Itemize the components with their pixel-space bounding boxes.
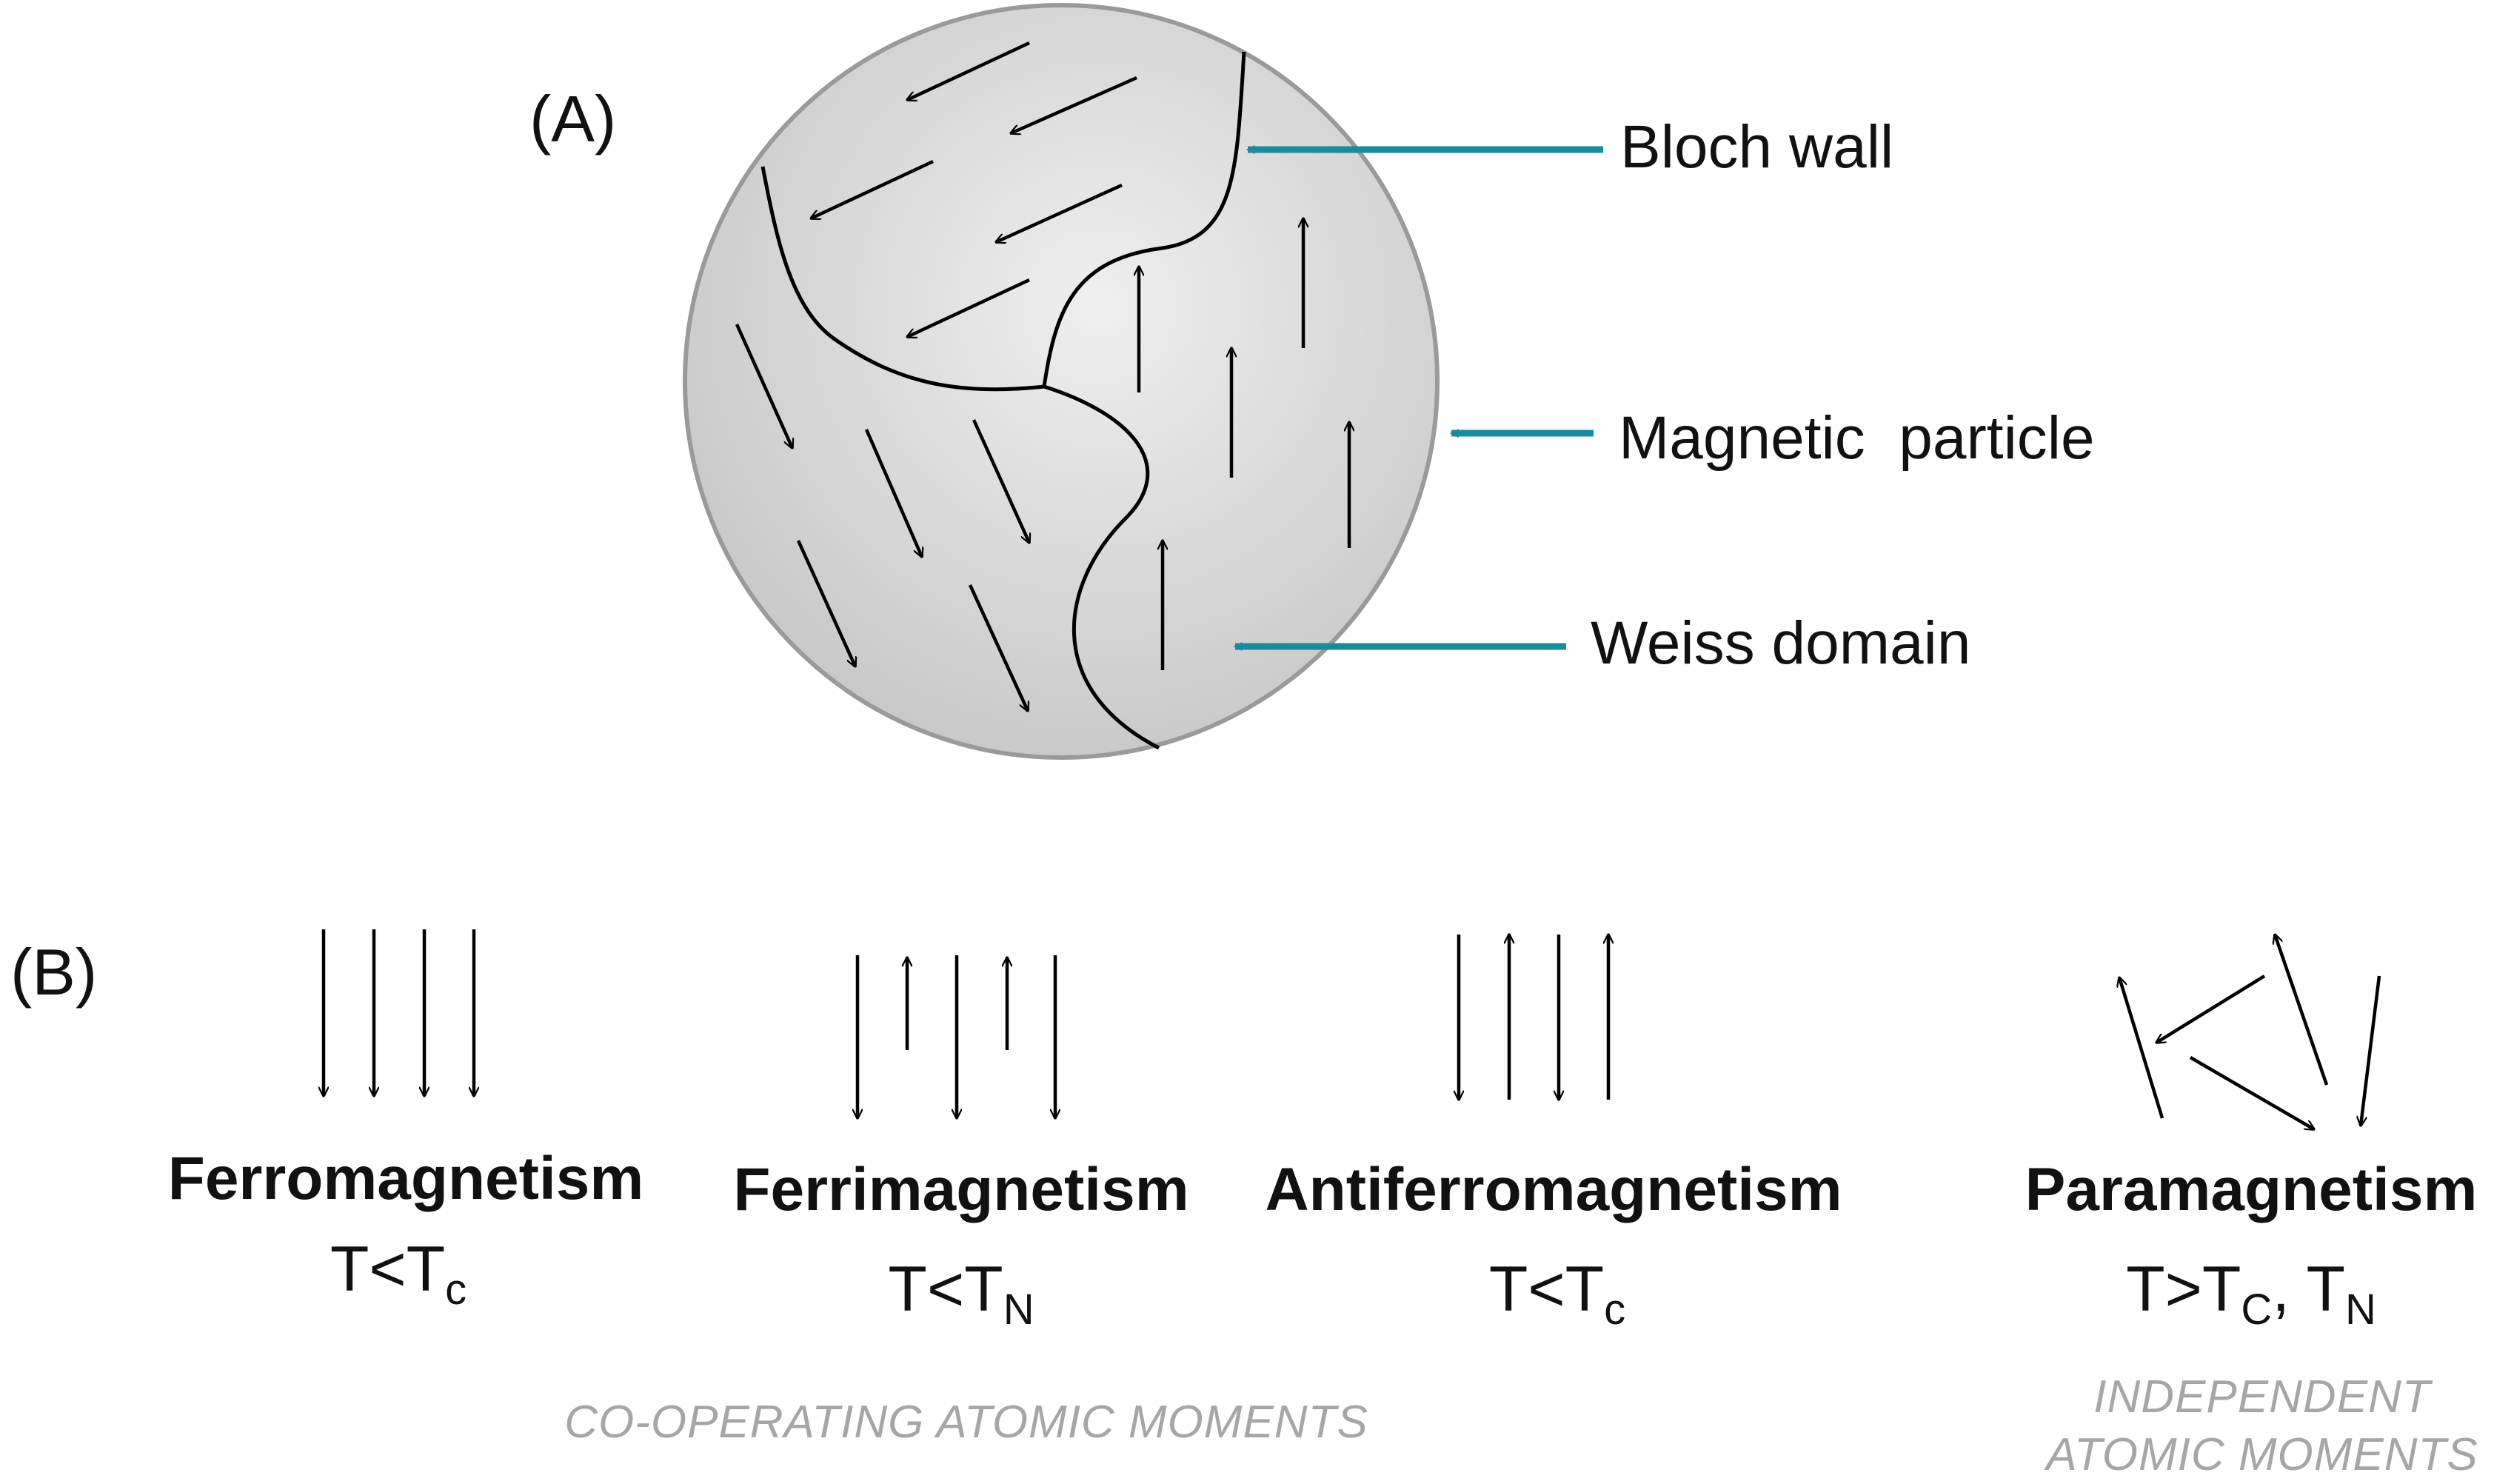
- domain-moment-arrows: [735, 41, 1349, 711]
- paramagnetism-condition: T>TC, TN: [2126, 1254, 2376, 1334]
- ferromagnetism-arrows: [324, 929, 474, 1096]
- paramagnetism-arrows: [2119, 935, 2381, 1129]
- panel-a-label: (A): [529, 82, 617, 156]
- callout-arrows: [1233, 145, 1603, 651]
- cooperating-moments-label: CO-OPERATING ATOMIC MOMENTS: [564, 1397, 1368, 1448]
- antiferromagnetism-label: Antiferromagnetism: [1265, 1156, 1842, 1223]
- weiss-domain-label: Weiss domain: [1591, 609, 1971, 677]
- magnetic-particle-label: Magnetic particle: [1619, 404, 2095, 472]
- paramagnetism-label: Paramagnetism: [2025, 1156, 2478, 1223]
- ferromagnetism-label: Ferromagnetism: [167, 1145, 644, 1212]
- magnetic-particle: [683, 3, 1440, 760]
- bloch-wall-label: Bloch wall: [1620, 113, 1894, 181]
- panel-b-label: (B): [10, 935, 98, 1009]
- antiferromagnetism-arrows: [1459, 935, 1608, 1100]
- independent-moments-line1: INDEPENDENT: [2093, 1371, 2431, 1423]
- ferrimagnetism-label: Ferrimagnetism: [733, 1156, 1189, 1223]
- ferrimagnetism-arrows: [857, 955, 1055, 1118]
- independent-moments-label: INDEPENDENT ATOMIC MOMENTS: [2046, 1368, 2478, 1484]
- ferrimagnetism-condition: T<TN: [888, 1254, 1034, 1334]
- bloch-walls: [760, 51, 1246, 750]
- ferromagnetism-condition: T<Tc: [330, 1234, 467, 1314]
- independent-moments-line2: ATOMIC MOMENTS: [2046, 1429, 2478, 1480]
- antiferromagnetism-condition: T<Tc: [1488, 1254, 1626, 1334]
